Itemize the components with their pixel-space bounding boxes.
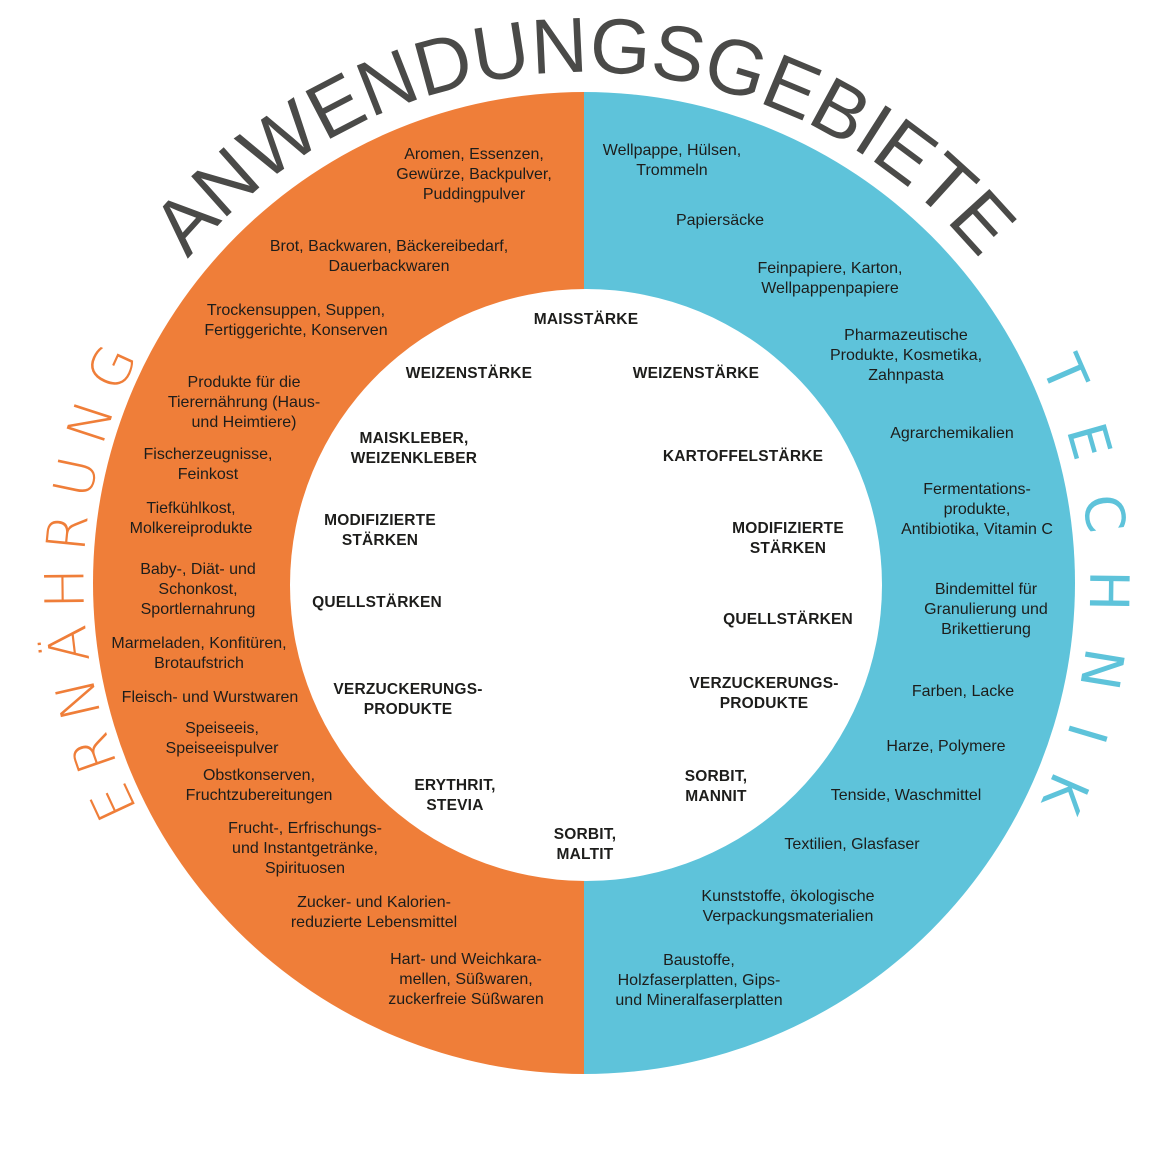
food-application-item: Produkte für die Tierernährung (Haus- un… bbox=[167, 374, 321, 431]
starch-product-right: VERZUCKERUNGS- PRODUKTE bbox=[689, 675, 839, 712]
food-application-item: Fischerzeugnisse, Feinkost bbox=[143, 446, 273, 483]
technical-application-item: Papiersäcke bbox=[675, 212, 765, 229]
food-application-item: Frucht-, Erfrischungs- und Instantgeträn… bbox=[228, 820, 382, 877]
technical-application-item: Feinpapiere, Karton, Wellpappenpapiere bbox=[757, 260, 903, 297]
food-application-item: Trockensuppen, Suppen, Fertiggerichte, K… bbox=[204, 302, 388, 339]
starch-product-left: MODIFIZIERTE STÄRKEN bbox=[324, 512, 436, 549]
technical-application-item: Agrarchemikalien bbox=[890, 425, 1014, 442]
starch-product-left: MAISKLEBER, WEIZENKLEBER bbox=[350, 430, 478, 467]
food-application-item: Zucker- und Kalorien- reduzierte Lebensm… bbox=[290, 894, 458, 931]
food-application-item: Aromen, Essenzen, Gewürze, Backpulver, P… bbox=[396, 146, 552, 203]
food-application-item: Tiefkühlkost, Molkereiprodukte bbox=[129, 500, 253, 537]
starch-product-bottom: SORBIT, MALTIT bbox=[553, 826, 617, 863]
technical-application-item: Tenside, Waschmittel bbox=[830, 787, 982, 804]
starch-product-left: ERYTHRIT, STEVIA bbox=[414, 777, 496, 814]
technical-application-item: Wellpappe, Hülsen, Trommeln bbox=[602, 142, 742, 179]
food-application-item: Fleisch- und Wurstwaren bbox=[121, 689, 299, 706]
starch-product-left: WEIZENSTÄRKE bbox=[405, 365, 533, 382]
starch-product-left: VERZUCKERUNGS- PRODUKTE bbox=[333, 681, 483, 718]
inner-circle bbox=[290, 289, 882, 881]
food-application-item: Obstkonserven, Fruchtzubereitungen bbox=[185, 767, 333, 804]
technical-application-item: Pharmazeutische Produkte, Kosmetika, Zah… bbox=[829, 327, 983, 384]
technical-application-item: Kunststoffe, ökologische Verpackungsmate… bbox=[701, 888, 875, 925]
technical-application-item: Textilien, Glasfaser bbox=[784, 836, 920, 853]
starch-product-right: QUELLSTÄRKEN bbox=[723, 611, 853, 628]
starch-product-right: KARTOFFELSTÄRKE bbox=[662, 448, 824, 465]
food-application-item: Marmeladen, Konfitüren, Brotaufstrich bbox=[111, 635, 287, 672]
technical-application-item: Baustoffe, Holzfaserplatten, Gips- und M… bbox=[615, 952, 783, 1009]
technical-application-item: Farben, Lacke bbox=[911, 683, 1015, 700]
starch-product-top: MAISSTÄRKE bbox=[533, 311, 639, 328]
food-application-item: Baby-, Diät- und Schonkost, Sportlernahr… bbox=[140, 561, 256, 618]
technical-application-item: Harze, Polymere bbox=[886, 738, 1006, 755]
starch-product-right: MODIFIZIERTE STÄRKEN bbox=[732, 520, 844, 557]
food-application-item: Hart- und Weichkara- mellen, Süßwaren, z… bbox=[388, 951, 544, 1008]
food-application-item: Brot, Backwaren, Bäckereibedarf, Dauerba… bbox=[269, 238, 509, 275]
starch-product-right: SORBIT, MANNIT bbox=[684, 768, 748, 805]
starch-product-right: WEIZENSTÄRKE bbox=[632, 365, 760, 382]
starch-product-left: QUELLSTÄRKEN bbox=[312, 594, 442, 611]
technical-application-item: Bindemittel für Granulierung und Brikett… bbox=[924, 581, 1048, 638]
technical-application-item: Fermentations- produkte, Antibiotika, Vi… bbox=[901, 481, 1053, 538]
food-application-item: Speiseeis, Speiseeispulver bbox=[165, 720, 279, 757]
